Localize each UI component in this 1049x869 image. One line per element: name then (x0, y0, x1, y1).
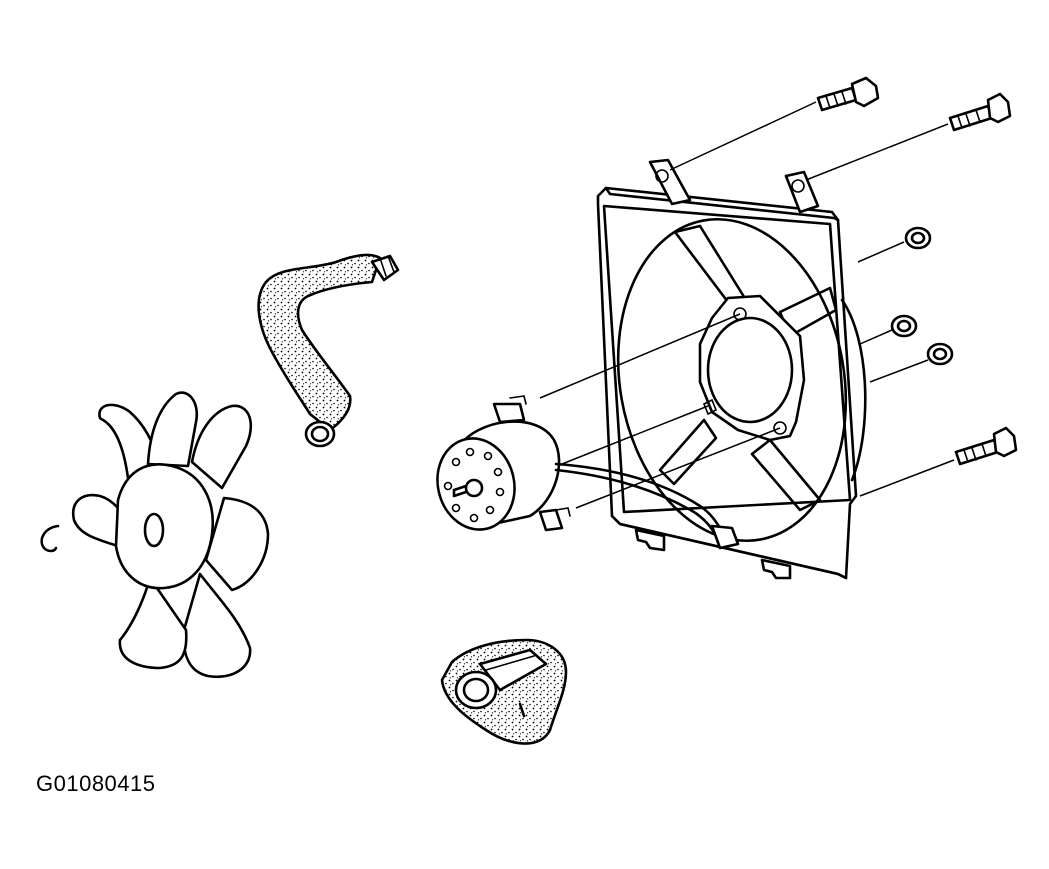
assembly-lines (539, 101, 955, 509)
fan-shroud (596, 158, 867, 580)
figure-code: G01080415 (36, 771, 156, 796)
nut-upper (904, 226, 932, 250)
bolt-top-right (948, 92, 1012, 132)
fan-motor (436, 395, 740, 550)
retaining-clip (40, 524, 60, 553)
fan-blade (71, 391, 270, 679)
nut-middle (890, 314, 918, 338)
bolt-bottom (954, 426, 1018, 466)
nut-lower (926, 342, 954, 366)
upper-hose (257, 253, 400, 448)
bolt-top-left (816, 76, 880, 112)
lower-hose (440, 638, 568, 745)
